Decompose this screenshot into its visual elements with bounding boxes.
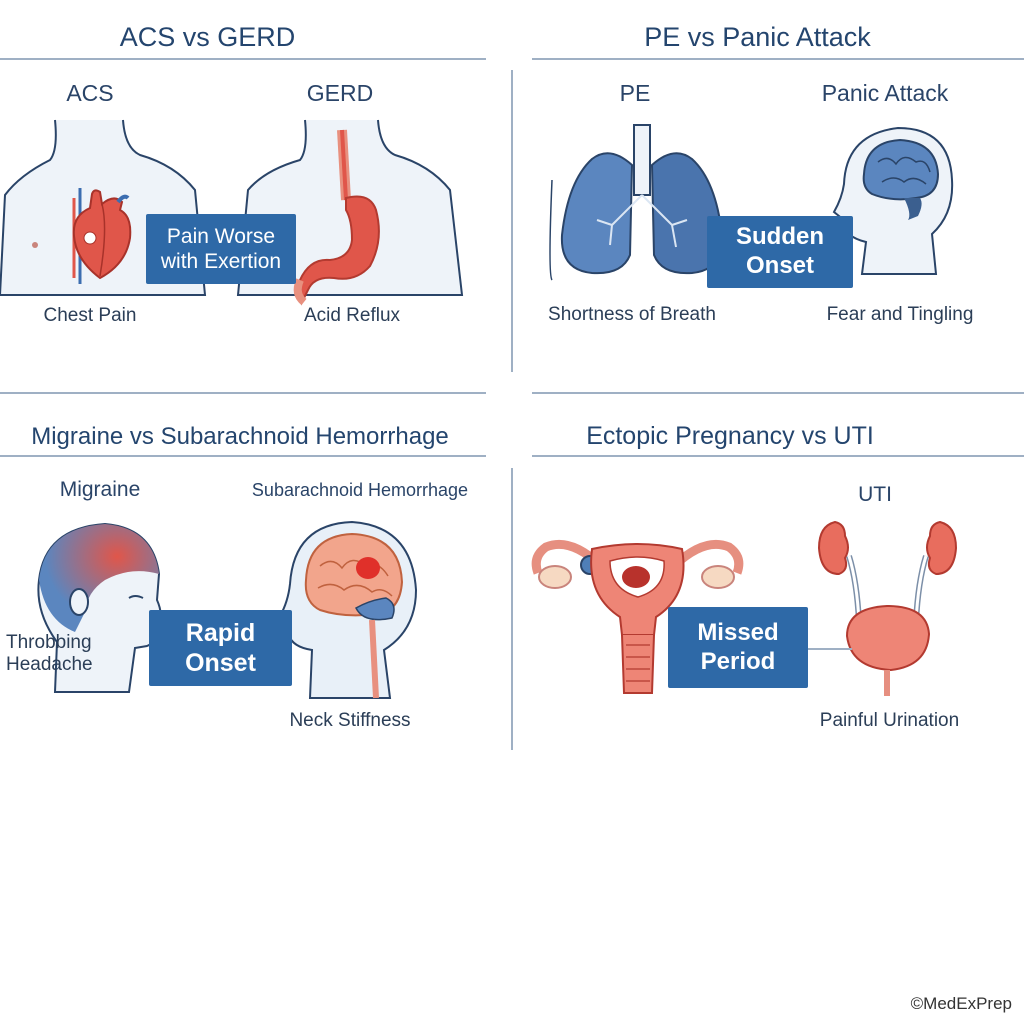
- right-caption: Fear and Tingling: [826, 304, 974, 325]
- comparison-badge: Pain Worse with Exertion: [146, 214, 296, 284]
- right-caption: Acid Reflux: [303, 305, 401, 326]
- panel-title: PE vs Panic Attack: [644, 22, 871, 52]
- heart-icon: [72, 188, 132, 284]
- left-label: ACS: [66, 80, 114, 106]
- brain-head-icon: [832, 126, 954, 275]
- left-caption: Shortness of Breath: [548, 304, 716, 325]
- right-label: UTI: [858, 483, 892, 506]
- badge-connector: [808, 648, 852, 650]
- right-label: Subarachnoid Hemorrhage: [251, 480, 469, 500]
- stomach-icon: [293, 129, 380, 306]
- left-label: Migraine: [59, 478, 141, 501]
- urinary-tract-icon: [817, 520, 958, 696]
- title-divider: [0, 455, 486, 457]
- copyright-text: ©MedExPrep: [910, 994, 1012, 1013]
- panel-title: Migraine vs Subarachnoid Hemorrhage: [31, 423, 449, 450]
- brain-bleed-icon: [278, 520, 418, 699]
- column-divider-top: [511, 70, 513, 372]
- comparison-badge: Rapid Onset: [149, 610, 292, 686]
- right-caption: Neck Stiffness: [289, 710, 411, 731]
- panel-bottom-divider: [0, 392, 486, 394]
- left-caption: Throbbing Headache: [6, 632, 93, 675]
- head-pain-icon: [37, 522, 162, 693]
- comparison-badge: Missed Period: [668, 607, 808, 688]
- title-divider: [532, 455, 1024, 457]
- left-label: PE: [619, 80, 651, 106]
- comparison-badge: Sudden Onset: [707, 216, 853, 288]
- title-divider: [0, 58, 486, 60]
- lungs-icon: [549, 124, 724, 281]
- left-caption: Chest Pain: [43, 305, 137, 326]
- uterus-icon: [531, 539, 744, 694]
- right-label: GERD: [306, 80, 374, 106]
- right-label: Panic Attack: [821, 80, 949, 106]
- title-divider: [532, 58, 1024, 60]
- right-caption: Painful Urination: [819, 710, 960, 731]
- column-divider-bottom: [511, 468, 513, 750]
- panel-bottom-divider: [532, 392, 1024, 394]
- panel-title: ACS vs GERD: [119, 22, 296, 52]
- panel-title: Ectopic Pregnancy vs UTI: [586, 422, 874, 450]
